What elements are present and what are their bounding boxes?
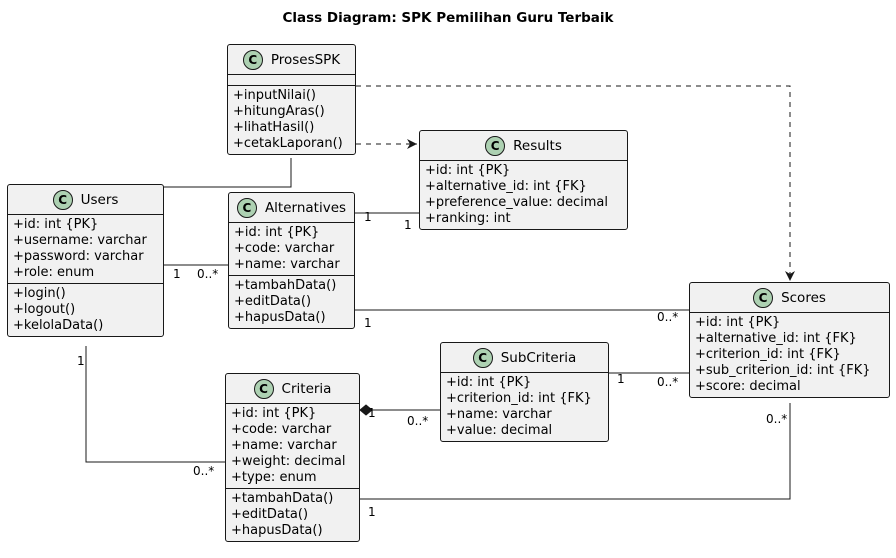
method: +editData() [231, 507, 309, 522]
attribute: +name: varchar [446, 407, 552, 422]
method: +editData() [234, 294, 312, 309]
attribute: +id: int {PK} [695, 315, 781, 330]
class-header: C Scores [690, 283, 889, 313]
class-header: C Alternatives [229, 193, 354, 223]
edge-users-criteria [85, 346, 225, 463]
methods-section: +tambahData() +editData() +hapusData() [229, 275, 354, 328]
class-name: ProsesSPK [270, 51, 341, 68]
attributes-section: +id: int {PK} +alternative_id: int {FK} … [690, 313, 889, 397]
attribute: +alternative_id: int {FK} [695, 331, 857, 346]
attribute: +id: int {PK} [446, 375, 532, 390]
method: +lihatHasil() [233, 120, 315, 135]
multiplicity-label: 1 [77, 354, 85, 368]
method: +inputNilai() [233, 88, 317, 103]
class-users[interactable]: C Users +id: int {PK} +username: varchar… [7, 184, 164, 337]
multiplicity-label: 0..* [657, 310, 679, 324]
attributes-section: +id: int {PK} +criterion_id: int {FK} +n… [441, 373, 608, 441]
multiplicity-label: 1 [368, 406, 376, 420]
class-header: C Users [8, 185, 163, 215]
class-header: C SubCriteria [441, 343, 608, 373]
attribute: +id: int {PK} [13, 217, 99, 232]
attribute: +role: enum [13, 265, 95, 280]
class-icon: C [236, 197, 257, 218]
multiplicity-label: 1 [364, 316, 372, 330]
multiplicity-label: 1 [404, 218, 412, 232]
class-results[interactable]: C Results +id: int {PK} +alternative_id:… [419, 130, 628, 230]
class-icon: C [253, 378, 274, 399]
attribute: +ranking: int [425, 211, 511, 226]
multiplicity-label: 0..* [657, 375, 679, 389]
attribute: +value: decimal [446, 423, 553, 438]
class-icon: C [242, 49, 263, 70]
class-prosesspk[interactable]: C ProsesSPK +inputNilai() +hitungAras() … [227, 44, 356, 155]
class-icon: C [472, 347, 493, 368]
class-header: C Results [420, 131, 627, 161]
attributes-section [228, 75, 355, 85]
method: +cetakLaporan() [233, 136, 343, 151]
attribute: +criterion_id: int {FK} [446, 391, 592, 406]
method: +tambahData() [231, 491, 334, 506]
edge-criteria-scores [360, 403, 791, 500]
class-name: Results [513, 137, 562, 154]
multiplicity-label: 0..* [766, 412, 788, 426]
multiplicity-label: 1 [173, 267, 181, 281]
attribute: +sub_criterion_id: int {FK} [695, 363, 871, 378]
method: +hapusData() [234, 310, 326, 325]
class-subcriteria[interactable]: C SubCriteria +id: int {PK} +criterion_i… [440, 342, 609, 442]
method: +logout() [13, 302, 76, 317]
attributes-section: +id: int {PK} +username: varchar +passwo… [8, 215, 163, 283]
class-name: SubCriteria [500, 349, 577, 366]
method: +hitungAras() [233, 104, 325, 119]
attribute: +type: enum [231, 470, 317, 485]
method: +login() [13, 286, 66, 301]
method: +tambahData() [234, 278, 337, 293]
class-name: Users [80, 191, 119, 208]
attribute: +preference_value: decimal [425, 195, 608, 210]
methods-section: +tambahData() +editData() +hapusData() [226, 488, 359, 541]
class-criteria[interactable]: C Criteria +id: int {PK} +code: varchar … [225, 373, 360, 542]
multiplicity-label: 1 [617, 372, 625, 386]
method: +hapusData() [231, 523, 323, 538]
attribute: +alternative_id: int {FK} [425, 179, 587, 194]
attribute: +id: int {PK} [234, 225, 320, 240]
multiplicity-label: 0..* [407, 414, 429, 428]
methods-section: +inputNilai() +hitungAras() +lihatHasil(… [228, 85, 355, 154]
class-icon: C [753, 287, 774, 308]
composition-diamond [359, 404, 373, 416]
methods-section: +login() +logout() +kelolaData() [8, 283, 163, 336]
attributes-section: +id: int {PK} +code: varchar +name: varc… [229, 223, 354, 275]
attribute: +name: varchar [234, 257, 340, 272]
class-name: Alternatives [264, 199, 347, 216]
multiplicity-label: 0..* [197, 267, 219, 281]
class-scores[interactable]: C Scores +id: int {PK} +alternative_id: … [689, 282, 890, 398]
class-alternatives[interactable]: C Alternatives +id: int {PK} +code: varc… [228, 192, 355, 329]
class-header: C ProsesSPK [228, 45, 355, 75]
attribute: +username: varchar [13, 233, 147, 248]
class-name: Criteria [281, 380, 332, 397]
class-header: C Criteria [226, 374, 359, 404]
attribute: +password: varchar [13, 249, 144, 264]
attribute: +id: int {PK} [425, 163, 511, 178]
attribute: +criterion_id: int {FK} [695, 347, 841, 362]
class-icon: C [52, 189, 73, 210]
attribute: +id: int {PK} [231, 406, 317, 421]
attributes-section: +id: int {PK} +alternative_id: int {FK} … [420, 161, 627, 229]
edge-prosesspk-users [163, 158, 292, 188]
class-name: Scores [781, 289, 826, 306]
class-icon: C [485, 135, 506, 156]
diagram-title: Class Diagram: SPK Pemilihan Guru Terbai… [282, 10, 614, 26]
multiplicity-label: 0..* [193, 464, 215, 478]
multiplicity-label: 1 [368, 505, 376, 519]
method: +kelolaData() [13, 318, 104, 333]
attribute: +name: varchar [231, 438, 337, 453]
edge-prosesspk-scores-dependency [356, 85, 795, 281]
attribute: +weight: decimal [231, 454, 346, 469]
attribute: +score: decimal [695, 379, 801, 394]
attribute: +code: varchar [231, 422, 332, 437]
multiplicity-label: 1 [364, 210, 372, 224]
attributes-section: +id: int {PK} +code: varchar +name: varc… [226, 404, 359, 488]
attribute: +code: varchar [234, 241, 335, 256]
